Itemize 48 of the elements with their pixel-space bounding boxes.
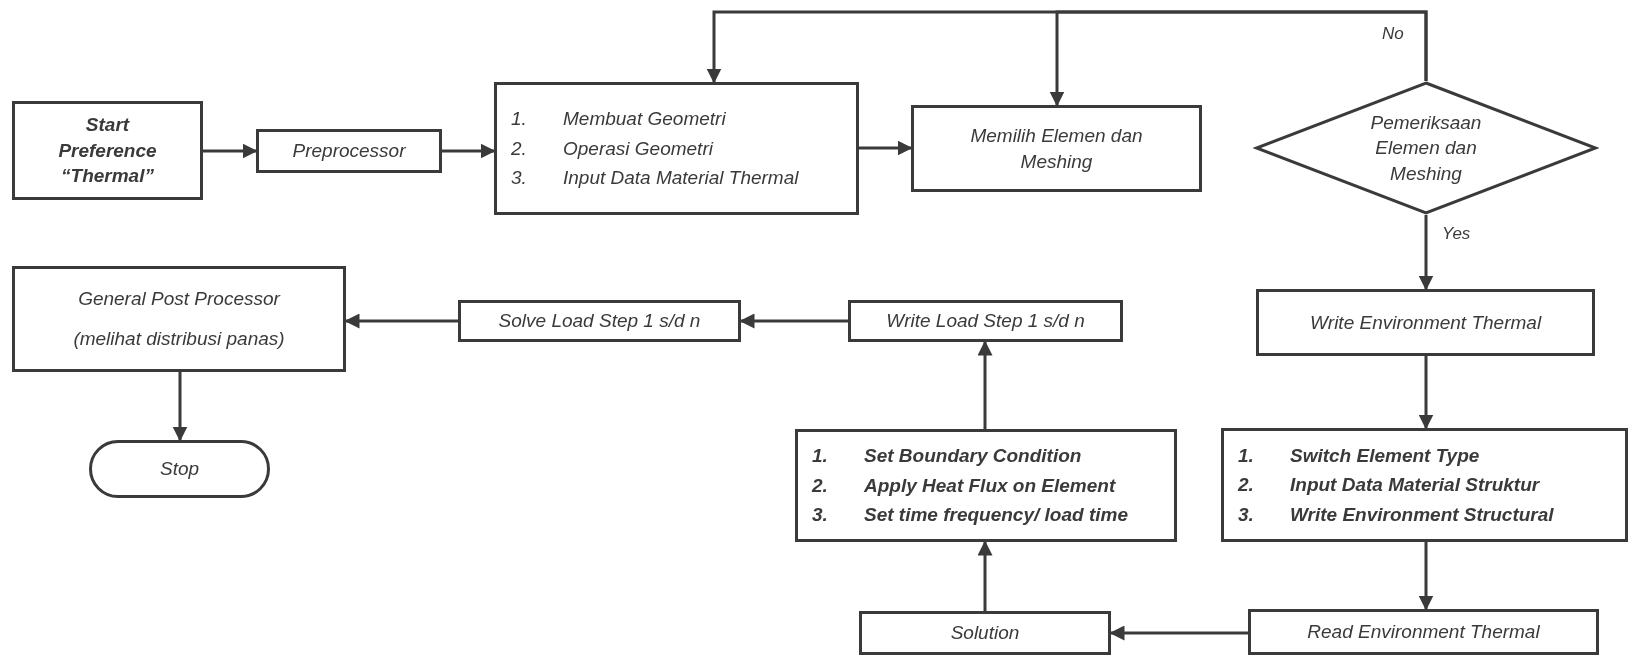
process-box <box>12 101 203 200</box>
list-item: 3. Write Environment Structural <box>1238 502 1554 527</box>
arrow <box>977 540 993 611</box>
list-item: 3. Set time frequency/ load time <box>812 503 1128 528</box>
process-box <box>256 129 442 173</box>
list-item: 2. Input Data Material Struktur <box>1238 473 1540 498</box>
process-box <box>458 300 741 342</box>
process-box <box>12 266 346 372</box>
terminal-box <box>89 440 270 498</box>
box-label: Solve Load Step 1 s/d n <box>498 309 701 334</box>
decision-diamond <box>1253 81 1599 215</box>
process-box <box>795 429 1177 542</box>
arrow <box>739 313 848 329</box>
box-label: Read Environment Thermal <box>1307 620 1540 645</box>
arrow <box>344 313 458 329</box>
list-item: 1. Membuat Geometri <box>511 107 726 132</box>
arrow <box>172 372 188 442</box>
box-label: Write Load Step 1 s/d n <box>886 309 1085 334</box>
process-box <box>859 611 1111 655</box>
arrow <box>1109 625 1248 641</box>
process-box <box>1256 289 1595 356</box>
box-label: Solution <box>950 621 1020 646</box>
box-label: Write Environment Thermal <box>1309 310 1542 335</box>
process-box <box>1248 609 1599 655</box>
box-label: General Post Processor <box>78 287 280 312</box>
box-label: (melihat distribusi panas) <box>73 327 285 351</box>
arrow <box>859 140 913 156</box>
process-box <box>494 82 859 215</box>
process-box <box>911 105 1202 192</box>
process-box <box>848 300 1123 342</box>
arrow <box>706 10 1428 84</box>
process-box <box>1221 428 1628 542</box>
arrow <box>977 340 993 429</box>
list-item: 2. Apply Heat Flux on Element <box>812 473 1116 498</box>
list-item: 3. Input Data Material Thermal <box>511 166 799 191</box>
list-item: 1. Switch Element Type <box>1238 443 1480 468</box>
arrow <box>1418 215 1434 291</box>
box-label: Stop <box>159 457 200 482</box>
list-item: 1. Set Boundary Condition <box>812 444 1082 469</box>
arrow <box>442 143 496 159</box>
box-label: Preprocessor <box>292 139 406 164</box>
box-label: Memilih Elemen dan Meshing <box>969 123 1144 174</box>
arrow <box>203 143 258 159</box>
box-label: Start Preference “Thermal” <box>57 113 158 189</box>
box-label: Pemeriksaan Elemen dan Meshing <box>1369 110 1483 186</box>
arrow <box>1418 356 1434 430</box>
list-item: 2. Operasi Geometri <box>511 136 713 161</box>
arrow <box>1418 542 1434 611</box>
